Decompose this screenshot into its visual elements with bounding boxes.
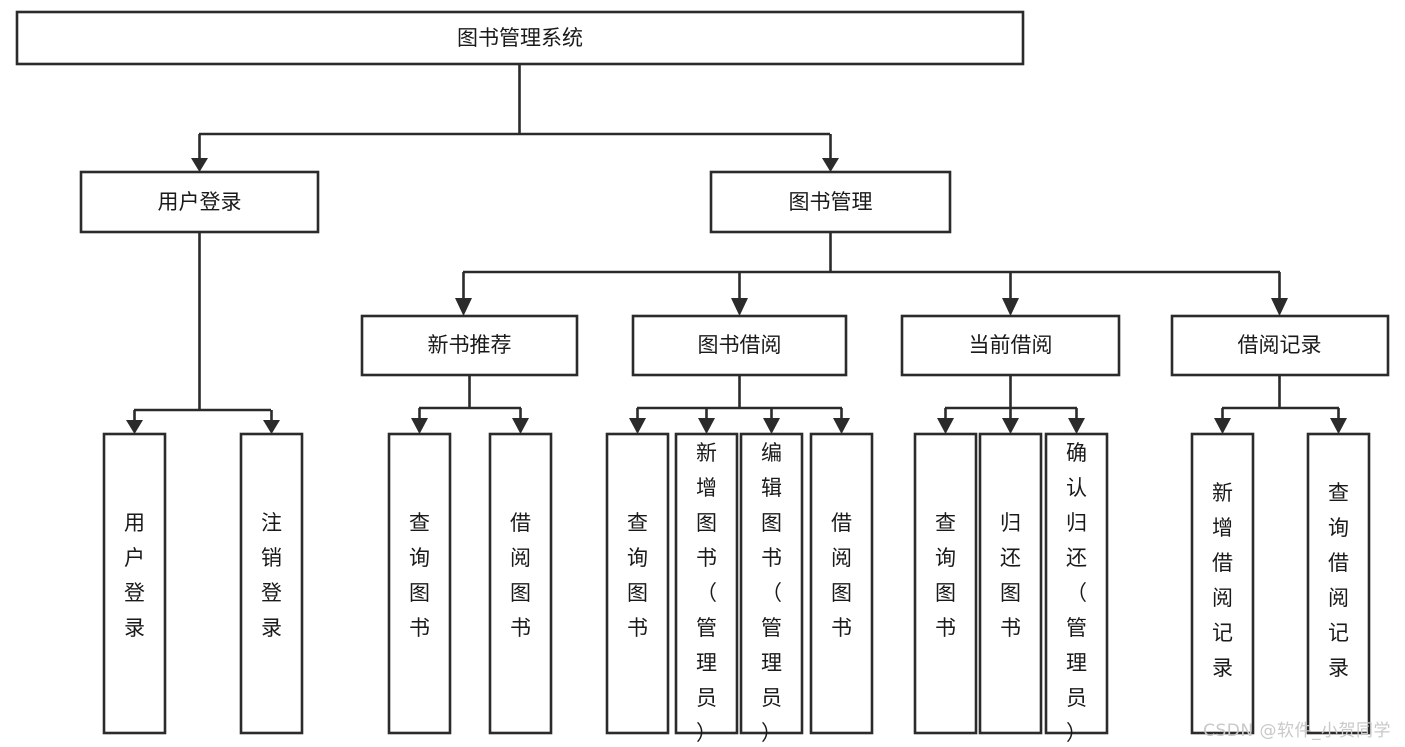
node-leaf-query-book-1[interactable]: 查询图书 — [387, 432, 452, 735]
node-leaf-user-logout[interactable]: 注销登录 — [239, 432, 304, 735]
node-leaf-query-book-3-label: 查询图书 — [935, 511, 956, 640]
arrow-head-leaf-query-book-2 — [629, 418, 646, 434]
node-leaf-query-book-2-box[interactable] — [605, 432, 670, 735]
arrow-head-leaf-return-book — [1002, 418, 1019, 434]
node-leaf-borrow-book-2[interactable]: 借阅图书 — [809, 432, 874, 735]
node-leaf-edit-book[interactable]: 编辑图书（管理员） — [739, 432, 804, 745]
node-leaf-borrow-book-1-box[interactable] — [488, 432, 553, 735]
node-user-login[interactable]: 用户登录 — [79, 170, 320, 234]
arrow-head-leaf-user-logout — [263, 420, 280, 434]
connector-group-new-book-rec — [411, 375, 529, 434]
node-leaf-add-book-label: 新增图书（管理员） — [696, 441, 717, 745]
node-new-book-rec[interactable]: 新书推荐 — [360, 314, 579, 377]
node-leaf-borrow-book-2-box[interactable] — [809, 432, 874, 735]
arrow-head-leaf-add-record — [1214, 418, 1231, 434]
node-leaf-query-book-1-label: 查询图书 — [409, 511, 430, 640]
arrow-head-user-login — [191, 158, 208, 172]
node-leaf-add-book-box[interactable] — [674, 432, 739, 735]
node-borrow-record-box[interactable] — [1170, 314, 1390, 377]
node-leaf-borrow-book-1[interactable]: 借阅图书 — [488, 432, 553, 735]
node-book-borrow-label: 图书借阅 — [698, 333, 782, 357]
node-user-login-label: 用户登录 — [158, 190, 242, 214]
node-leaf-confirm-return-label: 确认归还（管理员） — [1066, 441, 1087, 745]
arrow-head-leaf-borrow-book-1 — [512, 418, 529, 434]
connector-group-root — [191, 64, 839, 172]
node-root-box[interactable] — [15, 10, 1025, 66]
node-leaf-edit-book-label: 编辑图书（管理员） — [761, 441, 782, 745]
node-user-login-box[interactable] — [79, 170, 320, 234]
node-leaf-borrow-book-1-label: 借阅图书 — [510, 511, 531, 640]
arrow-head-book-borrow — [731, 298, 748, 316]
node-leaf-add-record[interactable]: 新增借阅记录 — [1190, 432, 1255, 735]
node-leaf-add-record-box[interactable] — [1190, 432, 1255, 735]
node-leaf-query-book-2-label: 查询图书 — [627, 511, 648, 640]
node-leaf-query-record[interactable]: 查询借阅记录 — [1306, 432, 1371, 735]
node-leaf-query-book-3[interactable]: 查询图书 — [913, 432, 978, 735]
node-root[interactable]: 图书管理系统 — [15, 10, 1025, 66]
connector-group-book-borrow — [629, 375, 850, 434]
node-current-borrow-label: 当前借阅 — [969, 333, 1053, 357]
node-borrow-record[interactable]: 借阅记录 — [1170, 314, 1390, 377]
node-leaf-query-book-2[interactable]: 查询图书 — [605, 432, 670, 735]
node-leaf-add-record-label: 新增借阅记录 — [1212, 481, 1233, 680]
node-leaf-borrow-book-2-label: 借阅图书 — [831, 511, 852, 640]
node-leaf-return-book-label: 归还图书 — [1000, 511, 1021, 640]
connector-group-user-login — [126, 232, 280, 434]
arrow-head-leaf-query-record — [1330, 418, 1347, 434]
node-borrow-record-label: 借阅记录 — [1238, 333, 1322, 357]
node-book-manage-label: 图书管理 — [789, 190, 873, 214]
node-new-book-rec-box[interactable] — [360, 314, 579, 377]
connector-group-current-borrow — [937, 375, 1085, 434]
node-book-manage[interactable]: 图书管理 — [709, 170, 952, 234]
node-book-borrow-box[interactable] — [631, 314, 848, 377]
arrow-head-leaf-confirm-return — [1068, 418, 1085, 434]
arrow-head-leaf-user-login — [126, 420, 143, 434]
arrow-head-leaf-edit-book — [763, 418, 780, 434]
node-leaf-confirm-return-box[interactable] — [1044, 432, 1109, 735]
node-leaf-user-login-box[interactable] — [102, 432, 167, 735]
node-leaf-edit-book-box[interactable] — [739, 432, 804, 735]
arrow-head-current-borrow — [1002, 298, 1019, 316]
node-new-book-rec-label: 新书推荐 — [428, 333, 512, 357]
node-book-borrow[interactable]: 图书借阅 — [631, 314, 848, 377]
arrow-head-leaf-query-book-3 — [937, 418, 954, 434]
arrow-head-leaf-borrow-book-2 — [833, 418, 850, 434]
node-book-manage-box[interactable] — [709, 170, 952, 234]
node-leaf-query-book-1-box[interactable] — [387, 432, 452, 735]
arrow-head-new-book-rec — [455, 298, 472, 316]
arrow-head-leaf-query-book-1 — [411, 418, 428, 434]
arrow-head-book-manage — [822, 158, 839, 172]
node-leaf-query-book-3-box[interactable] — [913, 432, 978, 735]
node-leaf-query-record-label: 查询借阅记录 — [1328, 481, 1349, 680]
node-leaf-return-book[interactable]: 归还图书 — [978, 432, 1043, 735]
csdn-watermark: CSDN @软件_小贺同学 — [1203, 721, 1391, 741]
node-leaf-confirm-return[interactable]: 确认归还（管理员） — [1044, 432, 1109, 745]
connector-group-borrow-record — [1214, 375, 1347, 434]
node-current-borrow-box[interactable] — [900, 314, 1121, 377]
node-leaf-user-logout-label: 注销登录 — [261, 511, 282, 640]
node-root-label: 图书管理系统 — [457, 26, 583, 50]
node-leaf-query-record-box[interactable] — [1306, 432, 1371, 735]
arrow-head-leaf-add-book — [698, 418, 715, 434]
connector-group-book-manage — [455, 232, 1288, 316]
node-leaf-user-login-label: 用户登录 — [124, 511, 145, 640]
node-leaf-add-book[interactable]: 新增图书（管理员） — [674, 432, 739, 745]
node-leaf-return-book-box[interactable] — [978, 432, 1043, 735]
arrow-head-borrow-record — [1271, 298, 1288, 316]
node-leaf-user-logout-box[interactable] — [239, 432, 304, 735]
node-leaf-user-login[interactable]: 用户登录 — [102, 432, 167, 735]
node-current-borrow[interactable]: 当前借阅 — [900, 314, 1121, 377]
